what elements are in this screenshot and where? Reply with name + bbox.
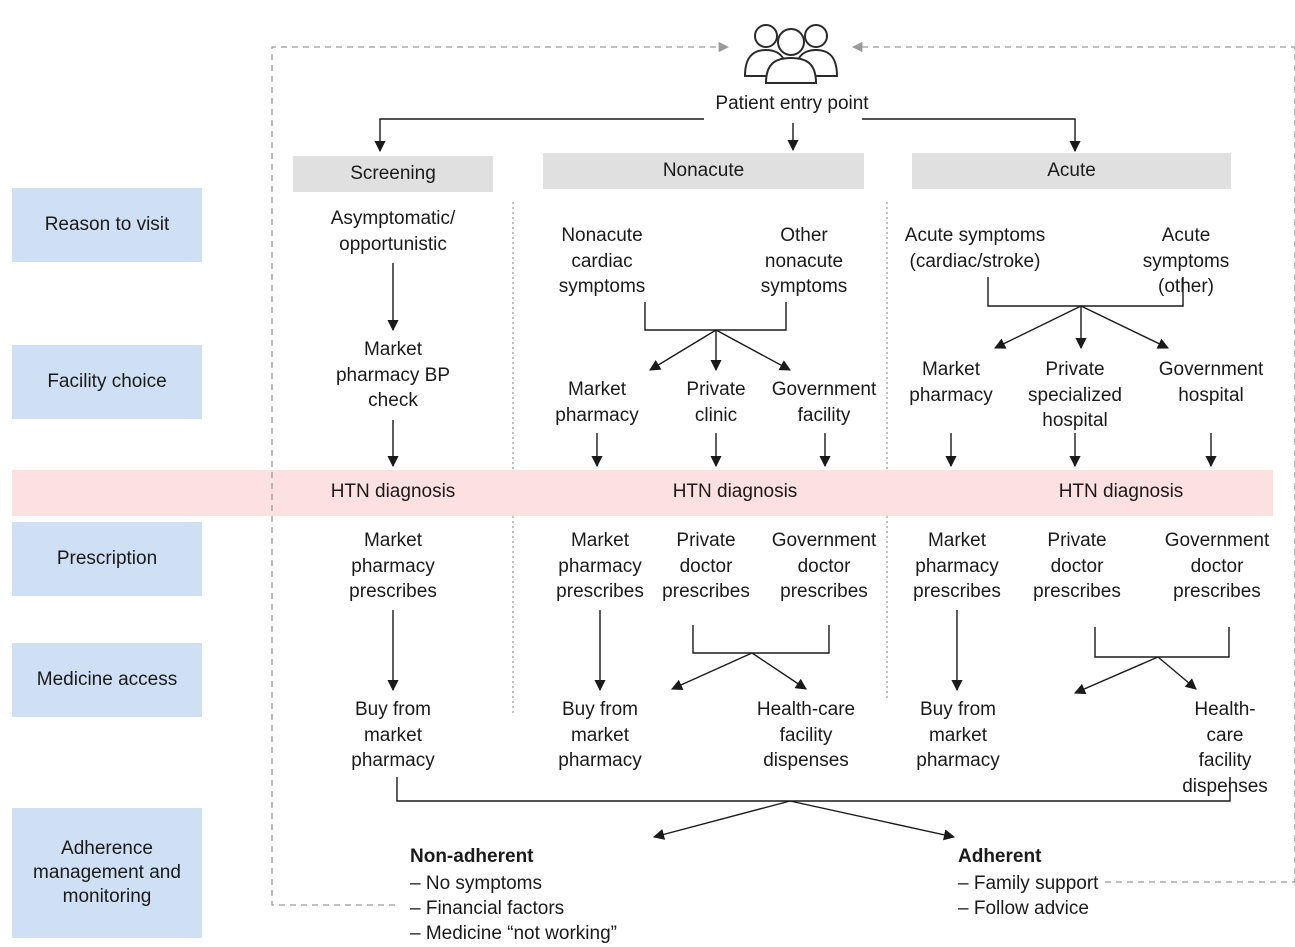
non-adherent-title: Non-adherent — [410, 846, 534, 867]
nonacute-merge — [644, 302, 787, 331]
arrow-na-market — [649, 329, 717, 371]
screening-medicine: Buy from market pharmacy — [351, 699, 435, 771]
nonacute-presc-market: Market pharmacy prescribes — [556, 530, 644, 602]
people-group-icon — [743, 24, 839, 84]
acute-reason-cardiac: Acute symptoms (cardiac/stroke) — [904, 225, 1046, 272]
diagnosis-band — [12, 470, 1273, 516]
nonacute-diagnosis: HTN diagnosis — [672, 481, 798, 502]
arrow-to-screening — [374, 118, 704, 153]
row-label-prescription: Prescription — [12, 522, 202, 596]
acute-facility-government: Government hospital — [1158, 359, 1264, 406]
row-label-medicine: Medicine access — [12, 643, 202, 717]
nonacute-medicine-buy: Buy from market pharmacy — [558, 699, 642, 771]
adherent-item: – Family support — [958, 873, 1099, 894]
na-presc-merge — [692, 625, 830, 654]
acute-facility-private: Private specialized hospital — [1028, 359, 1122, 431]
arrow-nonadherent — [652, 800, 791, 840]
arrow-na-gov — [715, 329, 791, 371]
header-screening: Screening — [293, 156, 493, 192]
arrow-to-acute — [862, 118, 1081, 153]
acute-presc-market: Market pharmacy prescribes — [913, 530, 1001, 602]
nonacute-presc-private: Private doctor prescribes — [662, 530, 750, 602]
nonacute-facility-government: Government facility — [771, 379, 877, 426]
arrow-ac-fork-left — [1073, 656, 1159, 695]
acute-presc-government: Government doctor prescribes — [1164, 530, 1270, 602]
entry-label: Patient entry point — [715, 93, 869, 114]
acute-merge — [987, 277, 1184, 307]
adherent-item: – Follow advice — [958, 898, 1089, 919]
acute-presc-private: Private doctor prescribes — [1033, 530, 1121, 602]
acute-facility-market: Market pharmacy — [909, 359, 993, 406]
acute-medicine-buy: Buy from market pharmacy — [916, 699, 1000, 771]
screening-prescription: Market pharmacy prescribes — [349, 530, 437, 602]
acute-reason-other: Acute symptoms (other) — [1142, 225, 1230, 297]
nonacute-medicine-dispense: Health-care facility dispenses — [756, 699, 856, 771]
adherent-title: Adherent — [958, 846, 1042, 867]
nonacute-reason-cardiac: Nonacute cardiac symptoms — [558, 225, 646, 297]
acute-diagnosis: HTN diagnosis — [1058, 481, 1184, 502]
arrow-ac-fork-right — [1157, 656, 1197, 690]
screening-reason: Asymptomatic/ opportunistic — [330, 208, 456, 255]
nonacute-facility-private: Private clinic — [686, 379, 746, 426]
screening-facility: Market pharmacy BP check — [335, 339, 451, 411]
nonacute-facility-market: Market pharmacy — [555, 379, 639, 426]
arrow-ac-market — [993, 305, 1082, 349]
ac-presc-merge — [1094, 627, 1230, 658]
row-label-adherence: Adherence management and monitoring — [12, 808, 202, 938]
header-acute: Acute — [912, 153, 1231, 189]
nonacute-reason-other: Other nonacute symptoms — [760, 225, 848, 297]
adherence-merge — [396, 777, 1231, 802]
non-adherent-item: – Financial factors — [410, 898, 565, 919]
arrow-adherent — [789, 800, 956, 841]
row-label-reason: Reason to visit — [12, 188, 202, 262]
acute-medicine-dispense: Health-care facility dispenses — [1182, 699, 1268, 797]
non-adherent-item: – Medicine “not working” — [410, 923, 617, 944]
nonacute-presc-government: Government doctor prescribes — [771, 530, 877, 602]
header-nonacute: Nonacute — [543, 153, 864, 189]
arrow-na-fork-left — [670, 652, 753, 690]
non-adherent-item: – No symptoms — [410, 873, 542, 894]
arrow-na-fork-right — [751, 652, 807, 690]
feedback-loop-right — [851, 41, 1295, 883]
arrow-ac-gov — [1080, 305, 1170, 349]
feedback-loop-left — [271, 41, 730, 906]
row-label-facility: Facility choice — [12, 345, 202, 419]
screening-diagnosis: HTN diagnosis — [330, 481, 456, 502]
